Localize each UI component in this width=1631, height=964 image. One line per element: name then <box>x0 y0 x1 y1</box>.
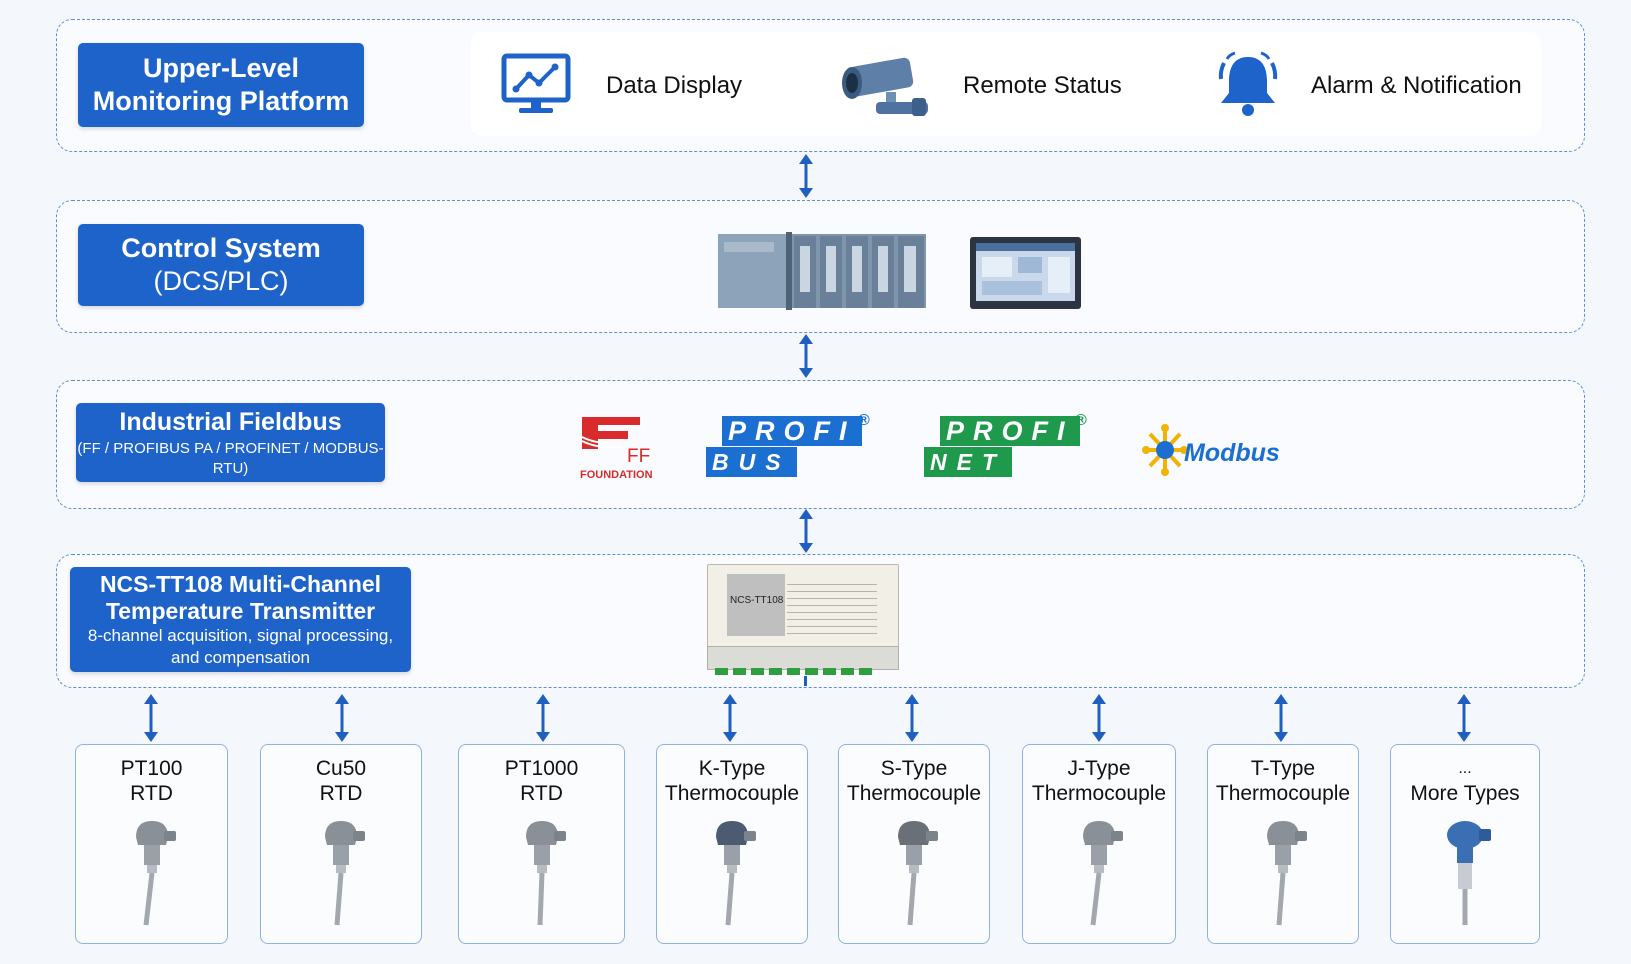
fieldbus-subtitle: (FF / PROFIBUS PA / PROFINET / MODBUS-RT… <box>77 440 384 477</box>
thermocouple-probe-icon <box>1083 821 1123 926</box>
transmitter-device: NCS-TT108 <box>707 564 899 676</box>
modbus-text: Modbus <box>1184 439 1280 467</box>
sensor-name: PT1000 <box>504 757 579 780</box>
profibus-bottom: BUS <box>706 447 797 477</box>
transmitter-device-label: NCS-TT108 <box>730 595 784 606</box>
sensor-type: RTD <box>520 782 563 805</box>
sensor-card-j-type: J-Type Thermocouple <box>1022 744 1176 944</box>
upper-title-line2: Monitoring Platform <box>92 86 350 116</box>
upper-title-line1: Upper-Level <box>142 53 300 83</box>
sensor-name: ... <box>1458 760 1472 777</box>
sensor-card-s-type: S-Type Thermocouple <box>838 744 990 944</box>
arrow-control-fieldbus <box>799 334 813 378</box>
hmi-panel-icon <box>970 237 1081 309</box>
camera-icon <box>842 57 928 116</box>
sensor-name: T-Type <box>1250 757 1316 780</box>
modbus-logo-mark <box>1142 424 1188 476</box>
thermocouple-probe-icon <box>1267 821 1307 926</box>
fieldbus-label: Industrial Fieldbus (FF / PROFIBUS PA / … <box>76 403 385 482</box>
upper-items-panel <box>471 32 1541 136</box>
profibus-registered: ® <box>858 412 870 429</box>
arrow-upper-control <box>799 154 813 198</box>
arrow-fieldbus-transmitter <box>799 509 813 553</box>
sensor-name: Cu50 <box>315 757 367 780</box>
explosion-proof-probe-icon <box>1447 821 1491 925</box>
ff-caption: FOUNDATION <box>580 469 653 481</box>
transmitter-desc-line1: 8-channel acquisition, signal processing… <box>87 625 394 645</box>
sensor-card-pt1000: PT1000 RTD <box>458 744 625 944</box>
item-alarm-notification: Alarm & Notification <box>1311 72 1522 99</box>
sensor-type: More Types <box>1410 782 1520 805</box>
transmitter-label: NCS-TT108 Multi-Channel Temperature Tran… <box>70 567 411 672</box>
transmitter-title-line1: NCS-TT108 Multi-Channel <box>99 570 382 597</box>
item-remote-status: Remote Status <box>963 72 1122 99</box>
profinet-registered: ® <box>1075 412 1087 429</box>
fieldbus-title: Industrial Fieldbus <box>119 408 342 436</box>
sensor-card-more-types: ... More Types <box>1390 744 1540 944</box>
control-system-label: Control System (DCS/PLC) <box>78 224 364 306</box>
sensor-card-t-type: T-Type Thermocouple <box>1207 744 1359 944</box>
ff-foundation-logo <box>581 417 640 449</box>
sensor-card-k-type: K-Type Thermocouple <box>656 744 808 944</box>
plc-rack-icon <box>718 232 926 310</box>
sensor-type: Thermocouple <box>1031 782 1167 805</box>
transmitter-title-line2: Temperature Transmitter <box>105 597 376 624</box>
profinet-top: PROFI <box>940 416 1080 446</box>
sensor-type: Thermocouple <box>664 782 800 805</box>
transmitter-desc-line2: and compensation <box>171 647 310 667</box>
profibus-top: PROFI <box>722 416 862 446</box>
sensor-type: Thermocouple <box>846 782 982 805</box>
bell-icon <box>1218 51 1278 116</box>
sensor-type: RTD <box>319 782 363 805</box>
rtd-probe-icon <box>525 821 566 926</box>
control-title-line2: (DCS/PLC) <box>153 266 289 296</box>
rtd-probe-icon <box>135 821 176 926</box>
rtd-probe-icon <box>325 821 365 926</box>
sensor-name: S-Type <box>880 757 948 780</box>
transmitter-connector-line <box>804 676 807 686</box>
control-title-line1: Control System <box>121 233 321 263</box>
arrows-to-sensors <box>144 694 1471 742</box>
sensor-type: RTD <box>130 782 173 805</box>
monitor-chart-icon <box>501 53 571 113</box>
sensor-card-cu50: Cu50 RTD <box>260 744 422 944</box>
sensor-name: K-Type <box>698 757 766 780</box>
sensor-card-pt100: PT100 RTD <box>75 744 228 944</box>
sensor-name: J-Type <box>1067 757 1131 780</box>
sensor-type: Thermocouple <box>1215 782 1351 805</box>
thermocouple-probe-icon <box>898 821 938 926</box>
ff-letters: FF <box>627 446 651 467</box>
sensor-name: PT100 <box>120 757 183 780</box>
upper-monitoring-label: Upper-Level Monitoring Platform <box>78 43 364 127</box>
thermocouple-probe-icon <box>716 821 756 926</box>
profinet-bottom: NET <box>924 447 1012 477</box>
item-data-display: Data Display <box>606 72 743 99</box>
